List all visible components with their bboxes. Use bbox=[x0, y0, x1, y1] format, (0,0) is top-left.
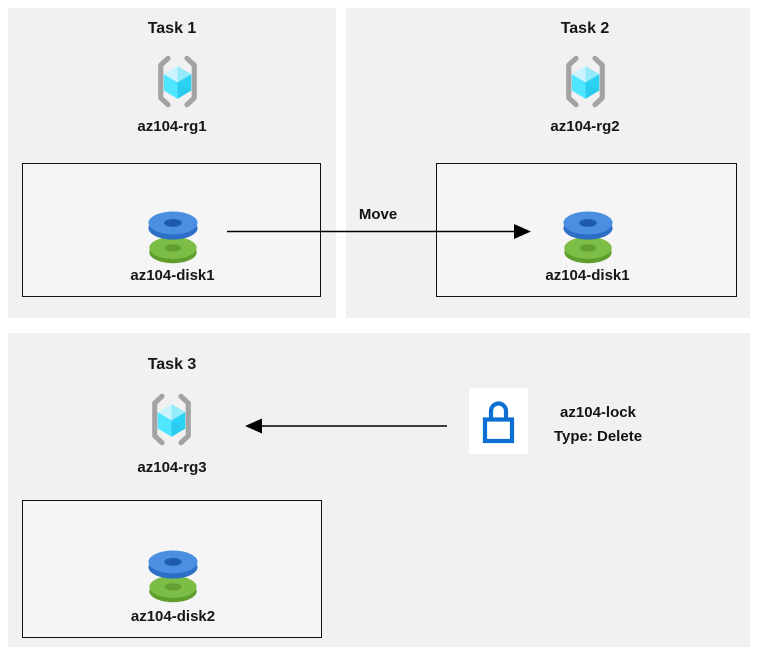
task2-disk-label: az104-disk1 bbox=[545, 267, 630, 284]
lock-annotation: az104-lock Type: Delete bbox=[533, 401, 663, 449]
task2-resource-group-label: az104-rg2 bbox=[550, 118, 620, 135]
task1-resource-group-label: az104-rg1 bbox=[137, 118, 207, 135]
task1-panel: Task 1 az104-rg1 az104-disk1 bbox=[8, 8, 336, 318]
task1-title: Task 1 bbox=[147, 20, 197, 37]
task3-panel: Task 3 az104-rg3 az104-disk2 bbox=[8, 333, 750, 647]
task3-resource-group-label: az104-rg3 bbox=[137, 459, 207, 476]
task2-disk-box: az104-disk1 bbox=[436, 163, 737, 297]
resource-group-icon bbox=[150, 53, 205, 115]
move-arrow-label: Move bbox=[358, 206, 398, 223]
disk-icon bbox=[558, 201, 618, 270]
task2-panel: Task 2 az104-rg2 az104-disk1 bbox=[346, 8, 750, 318]
resource-group-icon bbox=[558, 53, 613, 115]
resource-group-icon bbox=[144, 391, 199, 453]
task1-disk-label: az104-disk1 bbox=[130, 267, 215, 284]
task3-disk-label: az104-disk2 bbox=[130, 608, 216, 625]
lock-name-label: az104-lock bbox=[560, 404, 636, 421]
lock-icon bbox=[469, 388, 528, 454]
disk-icon bbox=[143, 201, 203, 270]
task2-title: Task 2 bbox=[560, 20, 610, 37]
disk-icon bbox=[143, 540, 203, 609]
lock-type-label: Type: Delete bbox=[553, 428, 643, 445]
task3-title: Task 3 bbox=[147, 356, 197, 373]
task1-disk-box: az104-disk1 bbox=[22, 163, 321, 297]
task3-disk-box: az104-disk2 bbox=[22, 500, 322, 638]
